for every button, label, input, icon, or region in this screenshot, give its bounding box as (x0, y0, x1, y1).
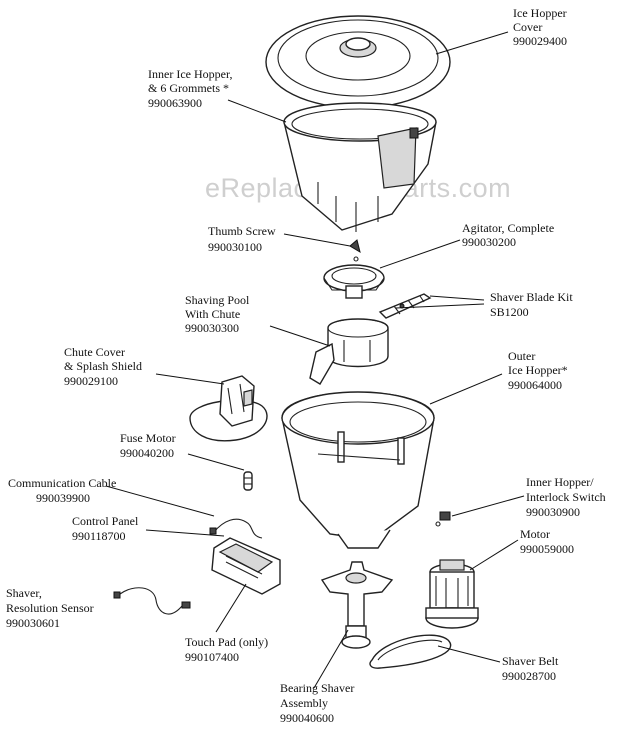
fuse-motor-part (243, 471, 253, 491)
bearing-shaver-part (320, 561, 394, 649)
svg-text:With Chute: With Chute (185, 307, 240, 321)
svg-text:990030601: 990030601 (6, 616, 60, 630)
label-outer-ice-hopper: Outer Ice Hopper* 990064000 (508, 349, 568, 392)
svg-text:Thumb Screw: Thumb Screw (208, 224, 276, 238)
agitator-part (323, 264, 385, 299)
outer-ice-hopper-part (281, 391, 435, 549)
svg-text:Assembly: Assembly (280, 696, 328, 710)
svg-text:990029100: 990029100 (64, 374, 118, 388)
svg-text:Inner Hopper/: Inner Hopper/ (526, 475, 594, 489)
ice-hopper-cover-part (265, 15, 451, 109)
svg-text:Motor: Motor (520, 527, 550, 541)
svg-text:Shaver Blade Kit: Shaver Blade Kit (490, 290, 573, 304)
svg-text:990059000: 990059000 (520, 542, 574, 556)
label-motor: Motor 990059000 (520, 527, 574, 556)
svg-text:SB1200: SB1200 (490, 305, 529, 319)
control-panel-part (211, 537, 281, 595)
svg-text:990040200: 990040200 (120, 446, 174, 460)
svg-text:Shaver Belt: Shaver Belt (502, 654, 559, 668)
label-shaving-pool: Shaving Pool With Chute 990030300 (185, 293, 250, 335)
shaving-pool-part (309, 318, 389, 385)
svg-text:Ice Hopper*: Ice Hopper* (508, 363, 568, 377)
label-touch-pad: Touch Pad (only) 990107400 (185, 635, 268, 664)
svg-text:990029400: 990029400 (513, 34, 567, 48)
motor-part (425, 559, 479, 629)
svg-text:990040600: 990040600 (280, 711, 334, 725)
svg-text:990030100: 990030100 (208, 240, 262, 254)
svg-text:Interlock Switch: Interlock Switch (526, 490, 606, 504)
svg-text:& Splash Shield: & Splash Shield (64, 359, 142, 373)
resolution-sensor-part (113, 587, 191, 615)
chute-cover-part (189, 375, 268, 442)
label-shaver-blade-kit: Shaver Blade Kit SB1200 (490, 290, 573, 319)
svg-text:990039900: 990039900 (36, 491, 90, 505)
svg-text:Inner Ice Hopper,: Inner Ice Hopper, (148, 67, 232, 81)
svg-text:990030300: 990030300 (185, 321, 239, 335)
label-ice-hopper-cover: Ice Hopper Cover 990029400 (513, 6, 567, 48)
svg-text:990107400: 990107400 (185, 650, 239, 664)
inner-ice-hopper-part (283, 102, 437, 232)
svg-text:Resolution Sensor: Resolution Sensor (6, 601, 94, 615)
svg-text:Touch Pad (only): Touch Pad (only) (185, 635, 268, 649)
svg-text:Shaver,: Shaver, (6, 586, 42, 600)
svg-text:990030200: 990030200 (462, 235, 516, 249)
label-inner-hopper-switch: Inner Hopper/ Interlock Switch 990030900 (526, 475, 606, 519)
svg-text:Agitator, Complete: Agitator, Complete (462, 221, 554, 235)
svg-text:990064000: 990064000 (508, 378, 562, 392)
svg-text:& 6 Grommets *: & 6 Grommets * (148, 81, 229, 95)
svg-text:990030900: 990030900 (526, 505, 580, 519)
svg-text:Fuse Motor: Fuse Motor (120, 431, 176, 445)
label-bearing-shaver: Bearing Shaver Assembly 990040600 (280, 681, 354, 725)
label-fuse-motor: Fuse Motor 990040200 (120, 431, 176, 460)
svg-text:Chute Cover: Chute Cover (64, 345, 125, 359)
label-shaver-belt: Shaver Belt 990028700 (502, 654, 559, 683)
svg-text:Ice Hopper: Ice Hopper (513, 6, 567, 20)
svg-text:Cover: Cover (513, 20, 542, 34)
svg-text:Bearing Shaver: Bearing Shaver (280, 681, 354, 695)
interlock-switch-part (435, 511, 451, 527)
svg-text:990118700: 990118700 (72, 529, 126, 543)
label-control-panel: Control Panel 990118700 (72, 514, 139, 543)
label-chute-cover: Chute Cover & Splash Shield 990029100 (64, 345, 142, 388)
thumb-screw-part (349, 239, 361, 262)
label-agitator: Agitator, Complete 990030200 (462, 221, 554, 249)
svg-text:Shaving Pool: Shaving Pool (185, 293, 250, 307)
svg-text:990063900: 990063900 (148, 96, 202, 110)
shaver-blade-kit-part (378, 293, 432, 319)
leader-lines (105, 31, 525, 689)
shaver-belt-part (369, 634, 452, 669)
label-inner-ice-hopper: Inner Ice Hopper, & 6 Grommets * 9900639… (148, 67, 232, 110)
label-shaver-sensor: Shaver, Resolution Sensor 990030601 (6, 586, 94, 630)
label-communication-cable: Communication Cable 990039900 (8, 476, 116, 505)
svg-text:990028700: 990028700 (502, 669, 556, 683)
svg-text:Communication Cable: Communication Cable (8, 476, 116, 490)
communication-cable-part (209, 518, 263, 539)
svg-text:Outer: Outer (508, 349, 535, 363)
label-thumb-screw: Thumb Screw 990030100 (208, 224, 276, 254)
svg-text:Control Panel: Control Panel (72, 514, 139, 528)
